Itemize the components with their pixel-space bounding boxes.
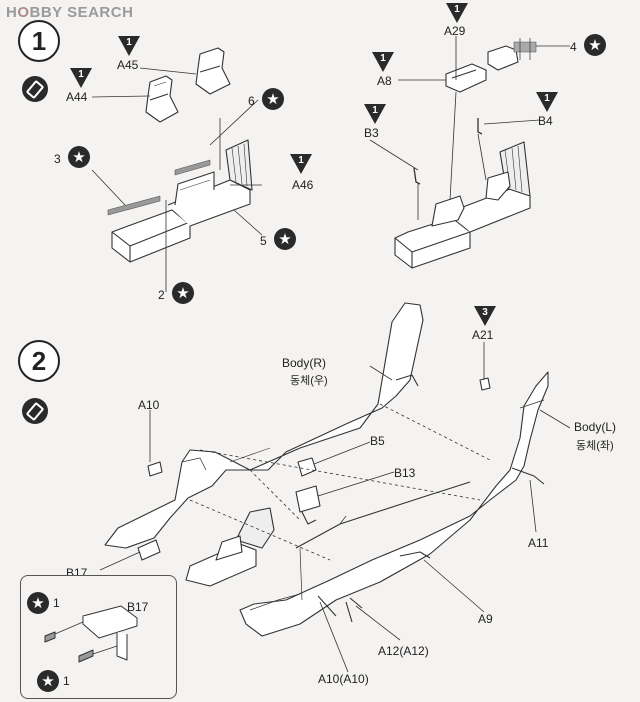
part-b3 <box>413 167 421 185</box>
marker-triangle-icon: 1 <box>446 3 468 23</box>
part-a29 <box>487 38 537 71</box>
label-a46: A46 <box>292 178 314 192</box>
detail-inset: ★ 1 B17 ★ 1 <box>20 575 177 699</box>
body-right-half <box>104 302 424 549</box>
label-b4: B4 <box>538 114 553 128</box>
callout-number: 6 <box>248 94 255 108</box>
label-a45: A45 <box>117 58 139 72</box>
inset-label-b17: B17 <box>127 600 149 614</box>
watermark-logo: HOBBY SEARCH <box>6 4 134 21</box>
label-a21: A21 <box>472 328 494 342</box>
cockpit-tub-left <box>111 139 253 263</box>
callout-number: 5 <box>260 234 267 248</box>
star-marker-icon: ★ <box>274 228 296 250</box>
step-number-1: 1 <box>18 20 60 62</box>
cement-icon <box>22 76 48 102</box>
label-a10: A10 <box>138 398 160 412</box>
callout-number: 3 <box>54 152 61 166</box>
label-a11: A11 <box>528 536 549 550</box>
small-parts <box>137 377 545 623</box>
marker-triangle-icon: 1 <box>364 104 386 124</box>
decal-strips <box>107 159 211 216</box>
marker-triangle-icon: 1 <box>118 36 140 56</box>
label-body-l-ko: 동체(좌) <box>576 440 614 452</box>
label-a12: A12(A12) <box>378 644 429 658</box>
label-a44: A44 <box>66 90 88 104</box>
star-marker-icon: ★ <box>37 670 59 692</box>
marker-triangle-icon: 3 <box>474 306 496 326</box>
star-marker-icon: ★ <box>27 592 49 614</box>
star-marker-icon: ★ <box>584 34 606 56</box>
step1-leaders <box>91 67 263 292</box>
assembly-guide-lines <box>189 403 491 561</box>
marker-triangle-icon: 1 <box>372 52 394 72</box>
label-b13: B13 <box>394 466 416 480</box>
callout-number: 2 <box>158 288 165 302</box>
step-number-2: 2 <box>18 340 60 382</box>
rotor-parts-b5-b13 <box>295 457 321 525</box>
cockpit-assembly-right <box>394 141 531 269</box>
label-body-r-ko: 동체(우) <box>290 375 328 387</box>
marker-triangle-icon: 1 <box>536 92 558 112</box>
label-body-r: Body(R) <box>282 356 327 370</box>
seat-a45 <box>195 47 231 95</box>
star-marker-icon: ★ <box>68 146 90 168</box>
inset-diagram <box>44 605 138 663</box>
label-a10-pair: A10(A10) <box>318 672 369 686</box>
inset-callout-number: 1 <box>63 674 70 688</box>
marker-triangle-icon: 1 <box>290 154 312 174</box>
cement-icon <box>22 398 48 424</box>
label-a8: A8 <box>377 74 392 88</box>
step2-leaders <box>99 342 571 673</box>
seat-a44 <box>145 75 179 123</box>
part-a8 <box>445 63 487 93</box>
inset-callout-number: 1 <box>53 596 60 610</box>
body-left-half <box>239 371 549 637</box>
star-marker-icon: ★ <box>262 88 284 110</box>
callout-number: 4 <box>570 40 577 54</box>
label-body-l: Body(L) <box>574 420 617 434</box>
label-a9: A9 <box>478 612 493 626</box>
cockpit-in-body <box>185 507 275 587</box>
label-b5: B5 <box>370 434 385 448</box>
marker-triangle-icon: 1 <box>70 68 92 88</box>
step1-right-leaders <box>369 36 570 220</box>
part-b4 <box>477 118 483 135</box>
label-b3: B3 <box>364 126 379 140</box>
label-a29: A29 <box>444 24 466 38</box>
star-marker-icon: ★ <box>172 282 194 304</box>
